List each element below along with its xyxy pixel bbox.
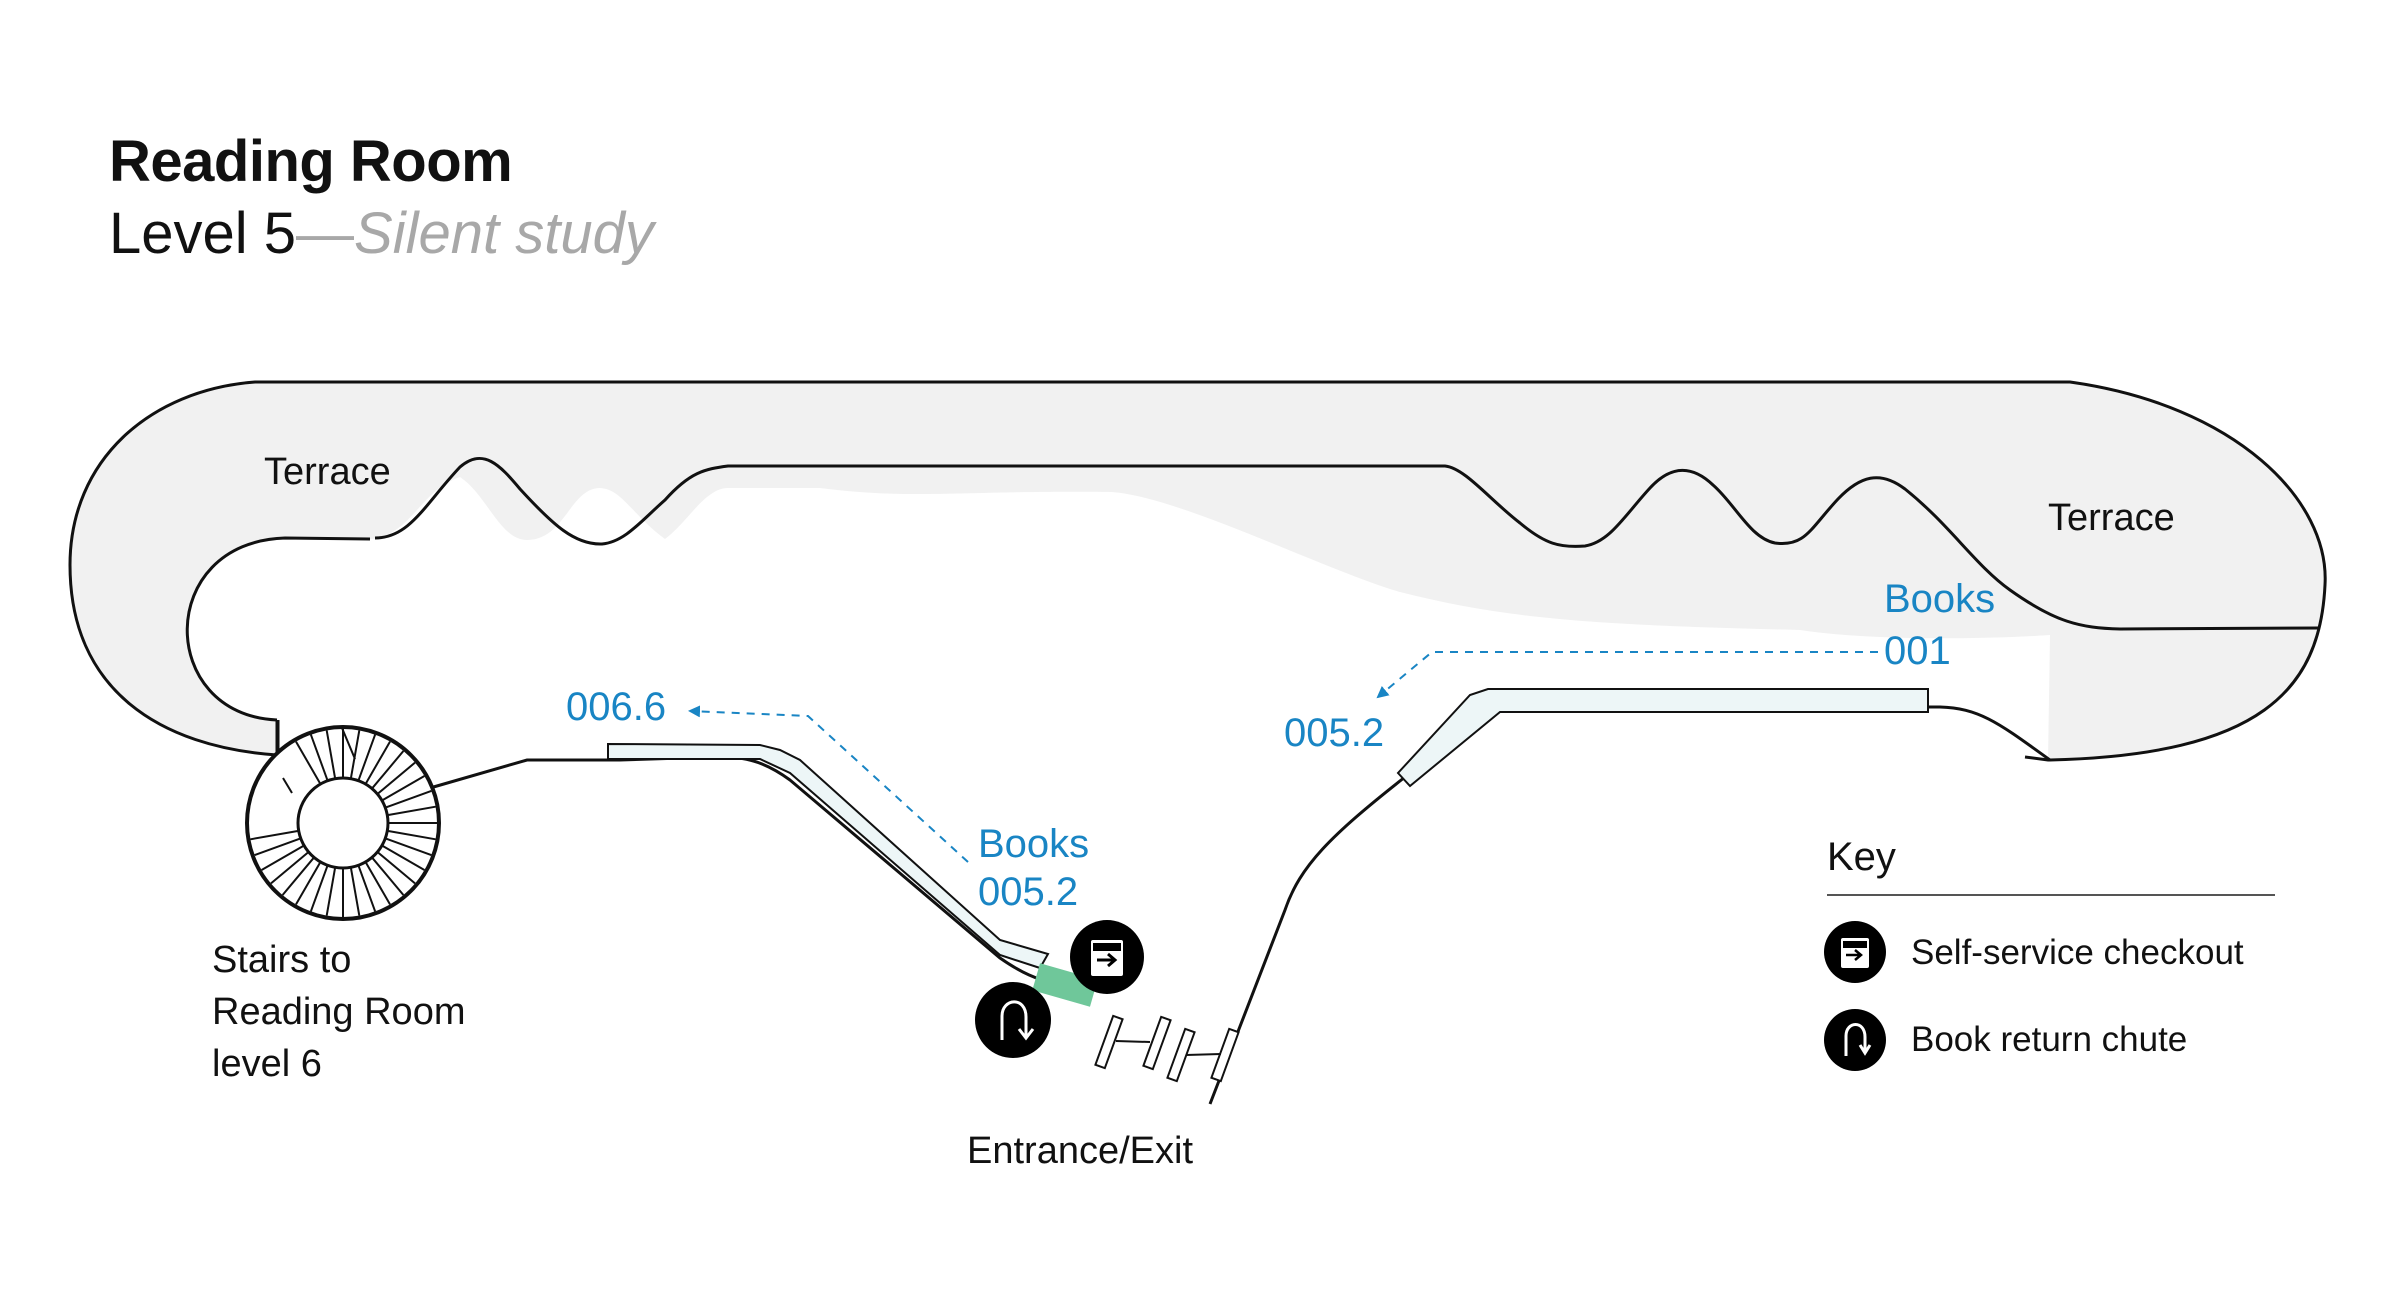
stair-tread-line — [357, 734, 377, 781]
terrace-area — [70, 381, 2326, 760]
left-range-end-label: 006.6 — [566, 685, 666, 729]
shelf-left — [607, 742, 1050, 970]
return-chute-icon — [1824, 1009, 1886, 1071]
stair-tread-line — [281, 857, 315, 896]
terrace-left-label: Terrace — [264, 451, 391, 493]
bookshelves — [607, 688, 1929, 1007]
left-books-arrow — [688, 705, 969, 863]
key-title: Key — [1827, 835, 1896, 879]
right-books-word-label: Books — [1884, 577, 1995, 621]
key-label-checkout: Self-service checkout — [1911, 933, 2244, 972]
key-item-return-chute: Book return chute — [1824, 1009, 2187, 1071]
stair-tread-line — [382, 775, 425, 801]
stair-tread-line — [254, 837, 301, 857]
terrace-right-label: Terrace — [2048, 497, 2175, 539]
stair-tread-line — [250, 830, 298, 841]
key-item-checkout: Self-service checkout — [1824, 921, 2244, 983]
stair-tread-line — [325, 730, 336, 778]
stair-tread-line — [270, 851, 309, 885]
floor-outline — [68, 380, 2327, 1105]
stair-tread-line — [261, 845, 304, 871]
study-mode: Silent study — [354, 200, 654, 266]
stair-tread-line — [377, 851, 416, 885]
map-labels: Terrace Terrace Stairs to Reading Room l… — [212, 451, 2175, 1172]
map-icons — [975, 920, 1144, 1058]
checkout-icon — [1824, 921, 1886, 983]
checkout-highlight — [1032, 963, 1098, 1007]
stair-tread-line — [388, 805, 436, 816]
outer-wall — [68, 380, 2327, 762]
left-books-word-label: Books — [978, 822, 1089, 866]
stair-tread-line — [309, 734, 329, 781]
left-books-number-label: 005.2 — [978, 870, 1078, 914]
stair-tread-line — [295, 741, 321, 784]
stair-tread-line — [357, 865, 377, 912]
entrance-exit-label: Entrance/Exit — [967, 1130, 1193, 1172]
stair-tread-line — [295, 862, 321, 905]
page-header: Reading Room Level 5—Silent study — [109, 130, 654, 266]
stair-tread-line — [325, 868, 336, 916]
entrance-exit-gates — [1094, 1014, 1240, 1083]
stair-tread-line — [385, 789, 432, 809]
shelf-right — [1396, 688, 1929, 788]
subtitle-dash: — — [296, 200, 355, 266]
floor-subtitle: Level 5—Silent study — [109, 200, 654, 266]
stair-tread-line — [388, 830, 436, 841]
wayfinding-arrows — [688, 651, 1878, 863]
stair-tread-line — [350, 730, 361, 778]
checkout-icon — [1070, 920, 1144, 994]
right-books-number-label: 001 — [1884, 629, 1951, 673]
stair-tread-line — [377, 761, 416, 795]
map-key: Key Self-service checkout Book return ch… — [1824, 835, 2275, 1071]
stairs-label-line-3: level 6 — [212, 1043, 322, 1085]
stair-tread-line — [309, 865, 329, 912]
stairs-label-line-2: Reading Room — [212, 991, 465, 1033]
stair-tread-line — [382, 845, 425, 871]
stairs-label-line-1: Stairs to — [212, 939, 351, 981]
stair-tread-line — [365, 862, 391, 905]
stair-tread-line — [371, 857, 405, 896]
page-title: Reading Room — [109, 129, 513, 194]
stair-tread-line — [385, 837, 432, 857]
floor-level: Level 5 — [109, 200, 297, 266]
key-label-return-chute: Book return chute — [1911, 1020, 2187, 1059]
return-chute-icon — [975, 982, 1051, 1058]
stair-tread-line — [371, 750, 405, 789]
stair-tread-line — [365, 741, 391, 784]
inner-wall-top — [185, 456, 2321, 722]
stairs-to-level-6 — [245, 725, 441, 921]
inner-wall-left — [429, 755, 1061, 987]
stair-tread-line — [350, 868, 361, 916]
right-range-end-label: 005.2 — [1284, 711, 1384, 755]
